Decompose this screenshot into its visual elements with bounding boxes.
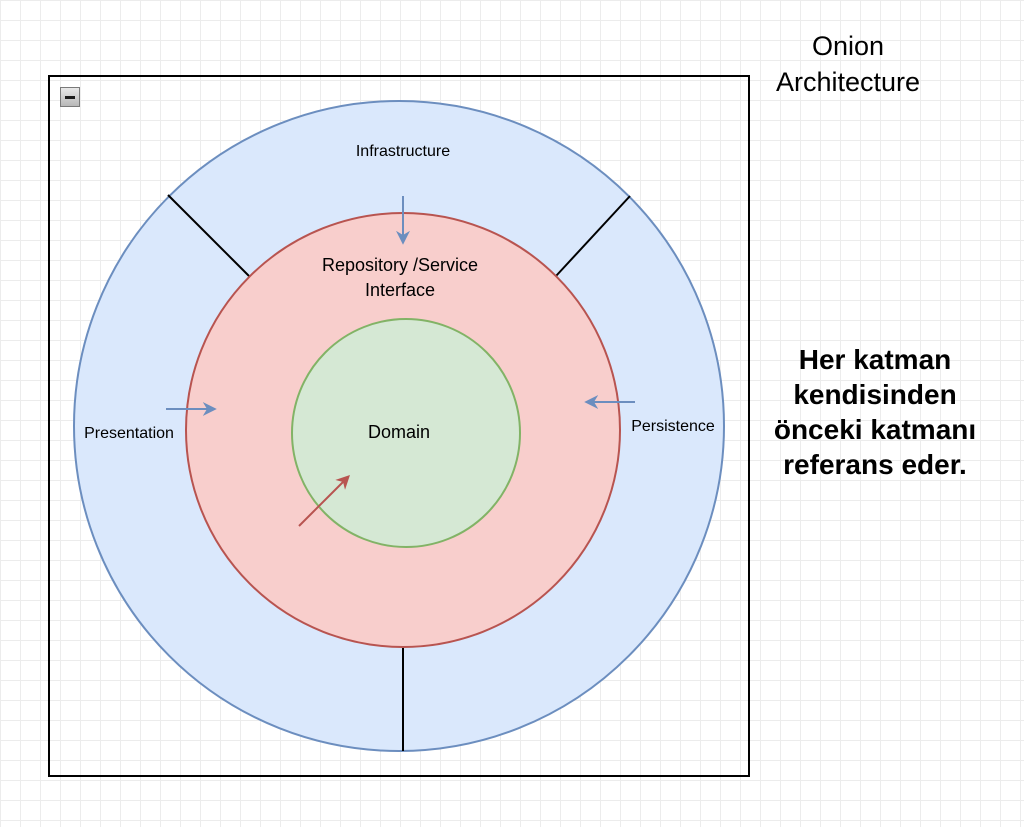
note-line-4: referans eder. [783,449,967,480]
infrastructure-label[interactable]: Infrastructure [356,143,450,160]
presentation-label[interactable]: Presentation [84,425,174,442]
collapse-button[interactable] [60,87,80,107]
divider-line-left[interactable] [167,194,250,277]
domain-label[interactable]: Domain [368,422,430,442]
domain-arrow[interactable] [298,475,350,527]
repository-label-line2[interactable]: Interface [365,280,435,300]
title-line-2: Architecture [775,67,921,97]
note-line-3: önceki katmanı [773,414,977,445]
title-line-1: Onion [811,31,885,61]
domain-layer-circle[interactable] [291,318,521,548]
persistence-label[interactable]: Persistence [631,418,715,435]
diagram-container[interactable] [48,75,750,777]
note-line-1: Her katman [798,344,952,375]
note-text[interactable]: Her katman kendisinden önceki katmanı re… [740,342,1010,482]
note-line-2: kendisinden [793,379,957,410]
minus-icon [65,96,75,99]
divider-line-right[interactable] [555,195,631,277]
repository-label-line1[interactable]: Repository /Service [322,255,478,275]
diagram-title[interactable]: Onion Architecture [738,28,958,100]
